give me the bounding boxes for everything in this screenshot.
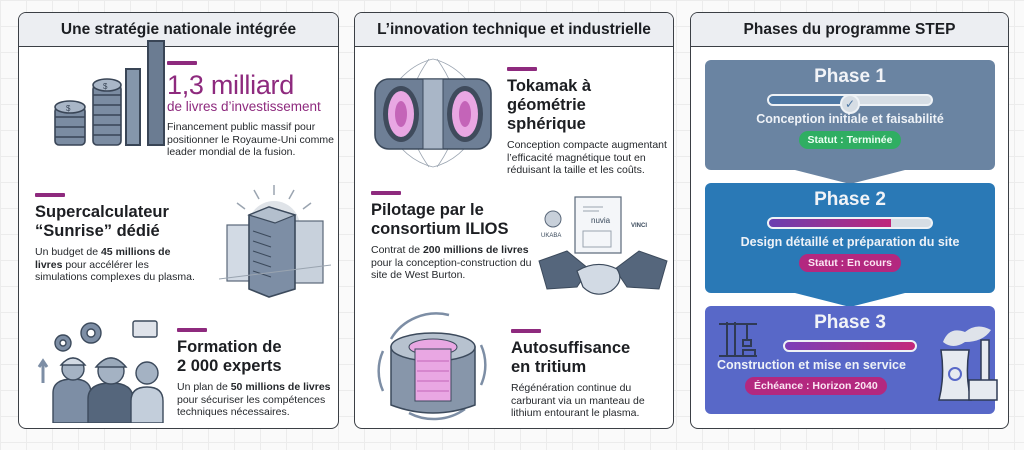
phase-2-label: Phase 2 <box>814 189 886 210</box>
phase-1-description: Conception initiale et faisabilité <box>756 112 944 126</box>
phase-3-deadline-badge: Échéance : Horizon 2040 <box>745 377 887 395</box>
investment-amount: 1,3 milliard <box>167 70 294 100</box>
accent-bar <box>167 61 197 65</box>
check-icon: ✓ <box>840 94 860 114</box>
phase-3-label: Phase 3 <box>814 312 886 333</box>
phase-1-card[interactable]: Phase 1 ✓ Conception initiale et faisabi… <box>705 60 995 184</box>
tritium-description: Régénération continue du carburant via u… <box>511 382 645 419</box>
innovation-panel-title: L’innovation technique et industrielle <box>355 13 673 47</box>
svg-text:$: $ <box>66 104 71 113</box>
phase-2-description: Design détaillé et préparation du site <box>740 235 960 249</box>
training-block: Formation de 2 000 experts Un plan de 50… <box>177 328 337 419</box>
supercomputer-title: Supercalculateur “Sunrise” dédié <box>35 203 169 240</box>
supercomputer-description: Un budget de 45 millions de livres pour … <box>35 246 195 283</box>
tokamak-block: Tokamak à géométrie sphérique Conception… <box>507 67 667 177</box>
investment-block: 1,3 milliard de livres d’investissement … <box>167 61 337 159</box>
phases-panel: Phases du programme STEP Phase 1 ✓ Conce… <box>690 12 1009 429</box>
consortium-title: Pilotage par le consortium ILIOS <box>371 201 509 238</box>
consortium-block: Pilotage par le consortium ILIOS Contrat… <box>371 191 541 282</box>
investment-unit: de livres d’investissement <box>167 99 321 114</box>
phase-2-status-badge: Statut : En cours <box>798 254 901 272</box>
phase-1-status-badge: Statut : Terminée <box>798 131 902 149</box>
tokamak-title: Tokamak à géométrie sphérique <box>507 77 592 133</box>
tritium-block: Autosuffisance en tritium Régénération c… <box>511 329 671 420</box>
consortium-description: Contrat de 200 millions de livres pour l… <box>371 244 532 281</box>
phase-3-description: Construction et mise en service <box>717 358 906 372</box>
training-description: Un plan de 50 millions de livres pour sé… <box>177 381 331 418</box>
svg-text:VINCI: VINCI <box>631 223 647 229</box>
strategy-panel: Une stratégie nationale intégrée $ $ 1,3… <box>18 12 339 429</box>
power-plant-icon <box>938 326 998 401</box>
phases-panel-title: Phases du programme STEP <box>691 13 1008 47</box>
chevron-down-icon <box>795 170 905 184</box>
coins-bar-chart-icon: $ $ <box>54 40 165 146</box>
svg-text:UKABA: UKABA <box>541 233 561 239</box>
supercomputer-block: Supercalculateur “Sunrise” dédié Un budg… <box>35 193 195 284</box>
phase-3-progress <box>783 340 917 352</box>
tokamak-description: Conception compacte augmentant l’efficac… <box>507 139 667 176</box>
engineers-team-icon <box>37 320 164 423</box>
phase-2-progress <box>767 217 933 229</box>
server-sunrise-icon <box>218 185 332 298</box>
tritium-cycle-icon <box>377 312 487 421</box>
accent-bar <box>507 67 537 71</box>
phase-1-label: Phase 1 <box>814 66 886 87</box>
svg-text:nuvia: nuvia <box>591 216 611 225</box>
training-title: Formation de 2 000 experts <box>177 338 282 375</box>
accent-bar <box>511 329 541 333</box>
svg-text:$: $ <box>103 82 108 91</box>
investment-description: Financement public massif pour positionn… <box>167 121 334 158</box>
innovation-panel: L’innovation technique et industrielle T… <box>354 12 674 429</box>
chevron-down-icon <box>795 293 905 307</box>
tokamak-icon <box>374 58 492 168</box>
accent-bar <box>177 328 207 332</box>
handshake-contract-icon: nuvia UKABA VINCI <box>538 196 668 295</box>
crane-icon <box>719 322 757 357</box>
accent-bar <box>35 193 65 197</box>
accent-bar <box>371 191 401 195</box>
phase-3-card[interactable]: Phase 3 Construction et mise en service … <box>705 306 998 414</box>
tritium-title: Autosuffisance en tritium <box>511 339 631 376</box>
phase-2-card[interactable]: Phase 2 Design détaillé et préparation d… <box>705 183 995 307</box>
strategy-panel-title: Une stratégie nationale intégrée <box>19 13 338 47</box>
